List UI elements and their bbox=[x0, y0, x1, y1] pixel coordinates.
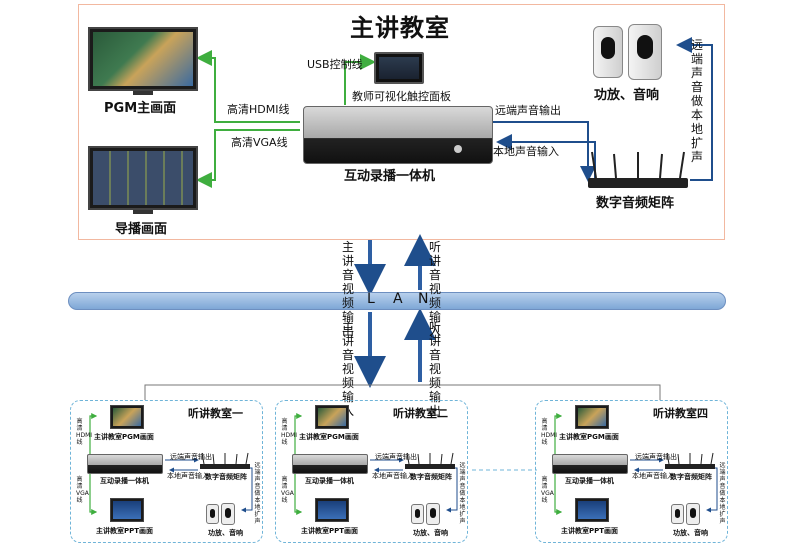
panel-label: 教师可视化触控面板 bbox=[352, 90, 451, 103]
sub-matrix-label: 数字音频矩阵 bbox=[670, 473, 712, 481]
lan-letter-l: L bbox=[367, 291, 375, 307]
speaker-left bbox=[593, 26, 623, 78]
sub-amplify-label: 远端声音做本地扩声 bbox=[459, 462, 466, 525]
sub-lines bbox=[554, 413, 718, 515]
sub-box bbox=[275, 400, 468, 543]
sub-title: 听讲教室二 bbox=[393, 407, 448, 420]
main-classroom-title: 主讲教室 bbox=[350, 14, 450, 42]
sub-matrix-label: 数字音频矩阵 bbox=[205, 473, 247, 481]
sub-title: 听讲教室一 bbox=[188, 407, 243, 420]
sub-matrix-label: 数字音频矩阵 bbox=[410, 473, 452, 481]
sub-vga-label: 高清VGA线 bbox=[76, 476, 89, 504]
sub-speaker-right bbox=[221, 503, 235, 525]
lan-upper-right-label: 听讲音视频输入 bbox=[428, 240, 441, 338]
sub-box bbox=[535, 400, 728, 543]
amplify-label: 远端声音做本地扩声 bbox=[690, 38, 703, 164]
sub-pgm-label: 主讲教室PGM画面 bbox=[94, 433, 154, 441]
sub-local-in: 本地声音输入 bbox=[632, 472, 674, 480]
local-in-label: 本地声音输入 bbox=[493, 145, 559, 158]
sub-local-in: 本地声音输入 bbox=[167, 472, 209, 480]
sub-amplify-label: 远端声音做本地扩声 bbox=[254, 462, 261, 525]
sub-matrix bbox=[405, 452, 455, 469]
sub-amplify-label: 远端声音做本地扩声 bbox=[719, 462, 726, 525]
sub-recorder-label: 互动录播一体机 bbox=[100, 477, 149, 485]
sub-recorder-label: 互动录播一体机 bbox=[305, 477, 354, 485]
remote-out-line bbox=[492, 121, 596, 182]
pgm-label: PGM主画面 bbox=[104, 101, 177, 116]
usb-label: USB控制线 bbox=[307, 58, 363, 71]
sub-hdmi-label: 高清HDMI线 bbox=[76, 418, 93, 446]
sub-recorder bbox=[552, 454, 628, 474]
sub-pgm-monitor bbox=[575, 405, 609, 429]
sub-speaker-label: 功放、音响 bbox=[673, 529, 708, 537]
sub-remote-out: 远端声音输出 bbox=[635, 453, 677, 461]
matrix-antennas bbox=[591, 151, 685, 179]
sub-vga-label: 高清VGA线 bbox=[281, 476, 294, 504]
touch-panel bbox=[374, 52, 424, 84]
main-classroom-box bbox=[78, 4, 725, 240]
matrix-label: 数字音频矩阵 bbox=[596, 196, 675, 211]
sub-speaker-left bbox=[411, 504, 424, 524]
lan-letter-n: N bbox=[418, 291, 429, 307]
amplify-line bbox=[676, 37, 713, 181]
sub-pgm-monitor bbox=[110, 405, 144, 429]
sub-ppt-monitor bbox=[575, 498, 609, 522]
vga-line bbox=[196, 129, 300, 188]
sub-ppt-label: 主讲教室PPT画面 bbox=[561, 527, 619, 535]
speaker-label: 功放、音响 bbox=[594, 88, 660, 103]
recorder-label: 互动录播一体机 bbox=[344, 169, 436, 184]
remote-out-label: 远端声音输出 bbox=[495, 104, 561, 117]
usb-line bbox=[344, 54, 376, 105]
sub-pgm-label: 主讲教室PGM画面 bbox=[299, 433, 359, 441]
pgm-monitor bbox=[88, 27, 198, 91]
lan-upper-left-label: 主讲音视频输出 bbox=[341, 240, 354, 338]
sub-pgm-label: 主讲教室PGM画面 bbox=[559, 433, 619, 441]
sub-recorder bbox=[292, 454, 368, 474]
sub-speaker-label: 功放、音响 bbox=[208, 529, 243, 537]
sub-ppt-label: 主讲教室PPT画面 bbox=[301, 527, 359, 535]
sub-box bbox=[70, 400, 263, 543]
hdmi-label: 高清HDMI线 bbox=[227, 103, 290, 116]
director-label: 导播画面 bbox=[115, 222, 168, 237]
sub-ppt-label: 主讲教室PPT画面 bbox=[96, 527, 154, 535]
audio-matrix bbox=[588, 178, 688, 188]
lan-bar bbox=[68, 292, 726, 310]
sub-pgm-monitor bbox=[315, 405, 349, 429]
sub-speaker-left bbox=[671, 504, 684, 524]
vga-label: 高清VGA线 bbox=[231, 136, 288, 149]
sub-hdmi-label: 高清HDMI线 bbox=[281, 418, 298, 446]
lan-letter-a: A bbox=[393, 291, 403, 307]
sub-speaker-right bbox=[426, 503, 440, 525]
sub-hdmi-label: 高清HDMI线 bbox=[541, 418, 558, 446]
recorder-device bbox=[303, 106, 493, 164]
sub-recorder bbox=[87, 454, 163, 474]
sub-vga-label: 高清VGA线 bbox=[541, 476, 554, 504]
sub-speaker-label: 功放、音响 bbox=[413, 529, 448, 537]
sub-ppt-monitor bbox=[315, 498, 349, 522]
sub-speaker-right bbox=[686, 503, 700, 525]
sub-ppt-monitor bbox=[110, 498, 144, 522]
director-monitor bbox=[88, 146, 198, 210]
sub-matrix bbox=[200, 452, 250, 469]
sub-remote-out: 远端声音输出 bbox=[170, 453, 212, 461]
hdmi-line bbox=[196, 50, 300, 123]
sub-matrix bbox=[665, 452, 715, 469]
speaker-right bbox=[628, 24, 662, 80]
sub-speaker-left bbox=[206, 504, 219, 524]
sub-local-in: 本地声音输入 bbox=[372, 472, 414, 480]
sub-remote-out: 远端声音输出 bbox=[375, 453, 417, 461]
sub-title: 听讲教室四 bbox=[653, 407, 708, 420]
sub-recorder-label: 互动录播一体机 bbox=[565, 477, 614, 485]
